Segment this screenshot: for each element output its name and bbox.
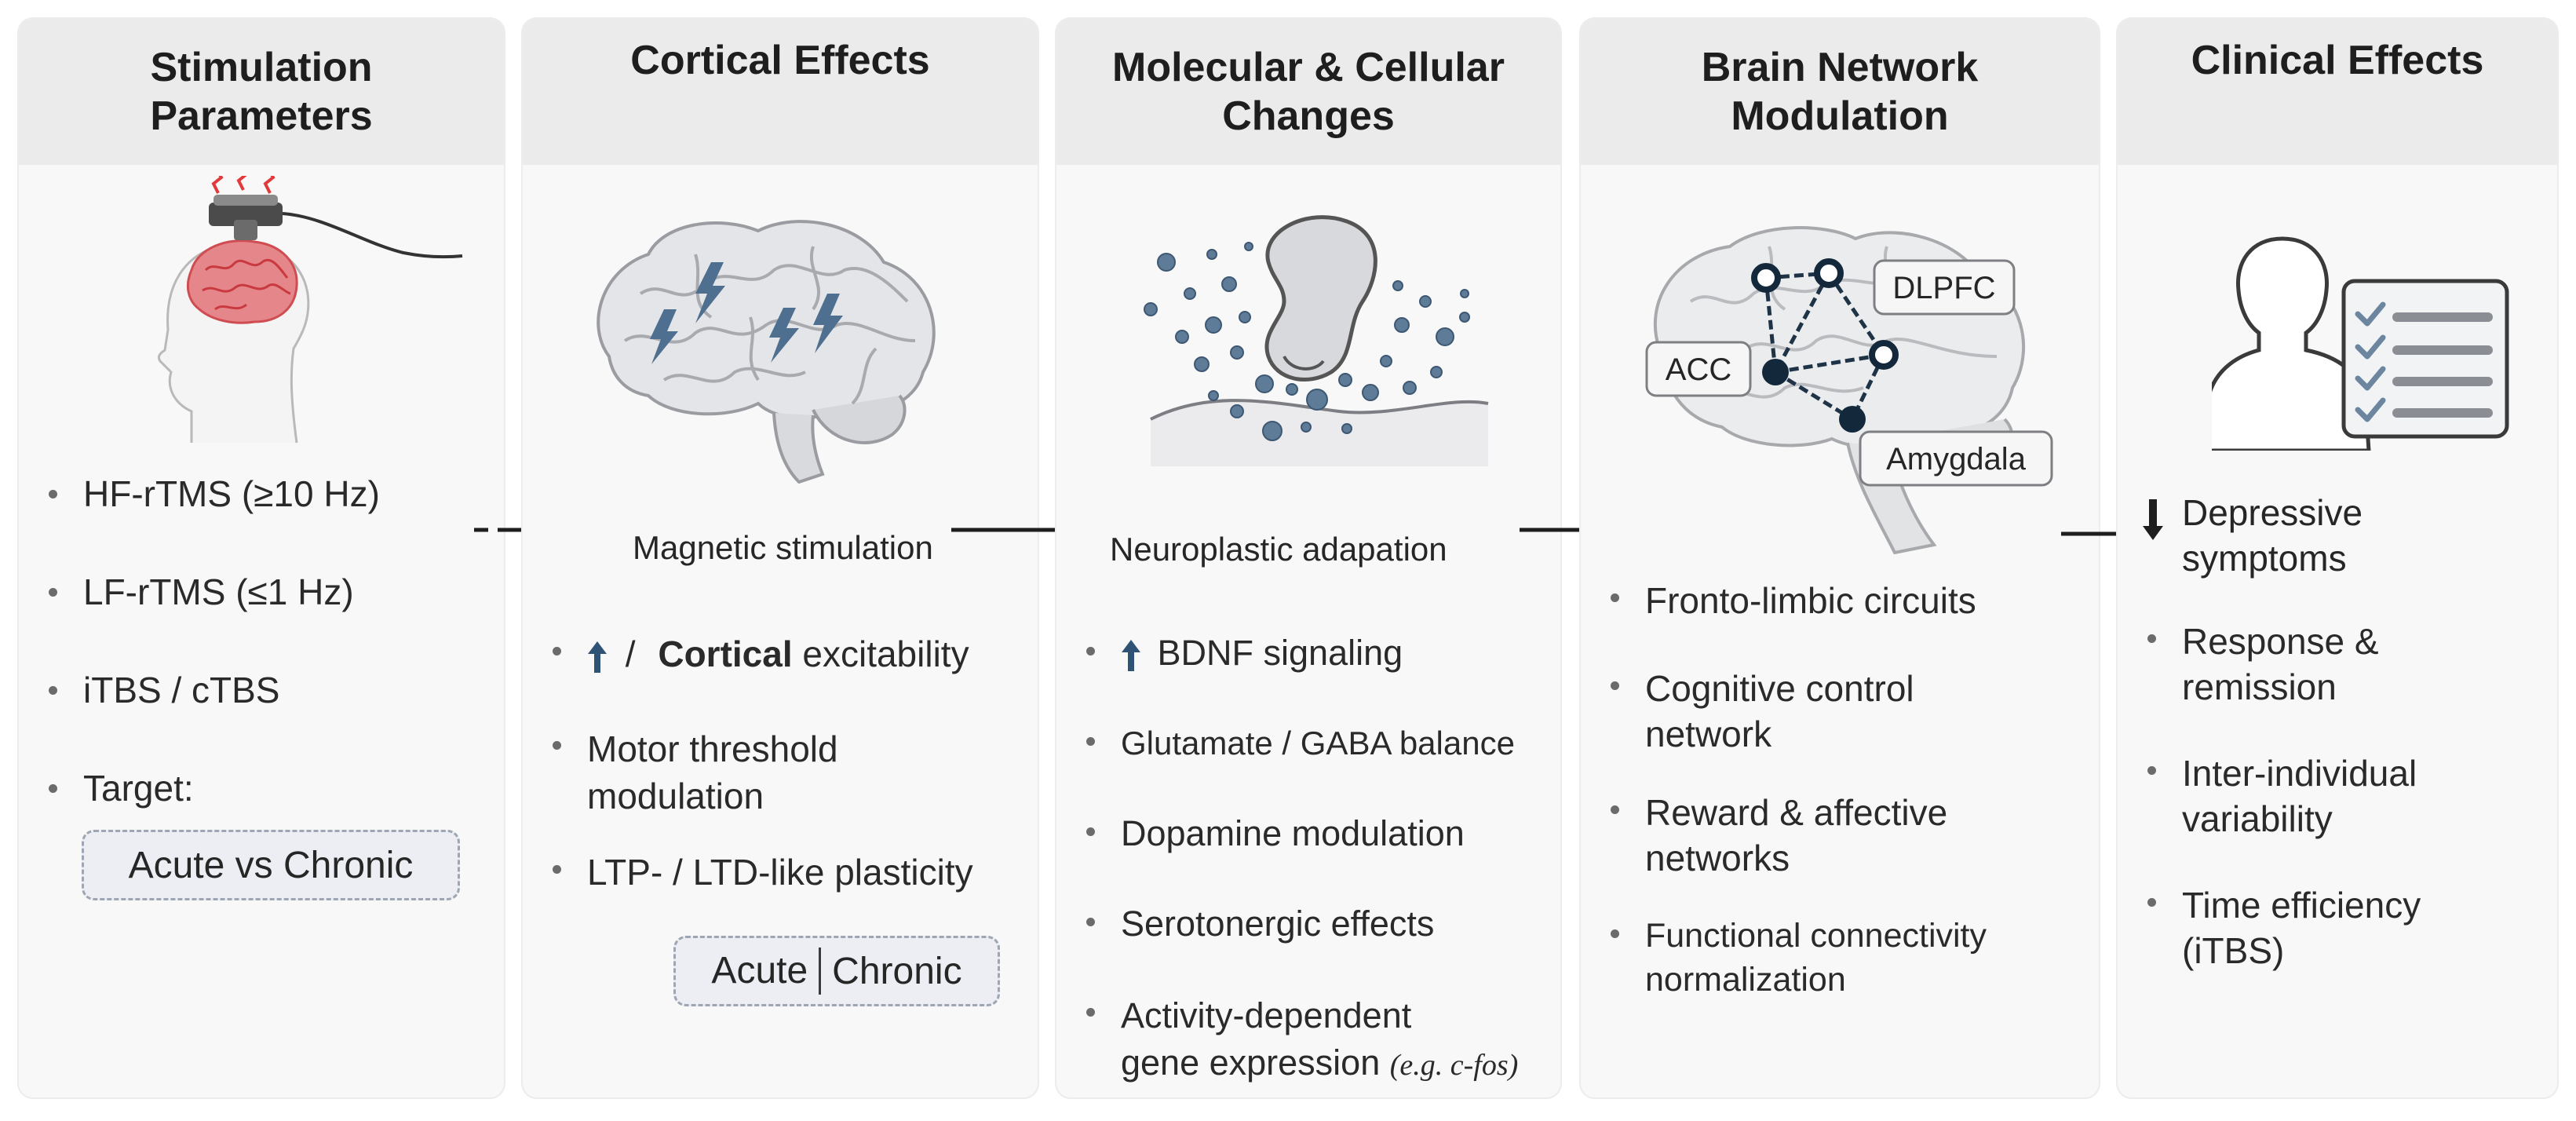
stim-param-list: HF-rTMS (≥10 Hz) LF-rTMS (≤1 Hz) iTBS / …	[42, 474, 380, 816]
amygdala-label: Amygdala	[1886, 442, 2027, 477]
synapse-icon	[1144, 215, 1489, 466]
list-item: Serotonergic effects	[1080, 902, 1518, 992]
panel-clinical-effects: Clinical Effects Depressive symptoms Res…	[2116, 17, 2559, 1099]
panel-stimulation-parameters: Stimulation Parameters HF-rTMS (≥10 Hz) …	[17, 17, 505, 1099]
lightning-brain-icon	[597, 220, 936, 484]
tms-coil-head-icon	[157, 176, 463, 444]
list-item: Fronto-limbic circuits	[1604, 578, 1987, 666]
patient-checklist-icon	[2212, 236, 2509, 451]
brain-network-icon: DLPFC ACC Amygdala	[1645, 226, 2053, 555]
panel-title: Brain Network Modulation	[1701, 45, 1979, 139]
list-item: iTBS / cTBS	[42, 670, 380, 769]
list-item: Target:	[42, 769, 380, 816]
panel-header: Brain Network Modulation	[1581, 19, 2099, 165]
panel-brain-network: Brain Network Modulation DLPFC ACC Amygd…	[1579, 17, 2100, 1099]
acc-label: ACC	[1666, 352, 1731, 387]
panel-header: Clinical Effects	[2118, 19, 2557, 165]
list-item: Time efficiency (iTBS)	[2141, 882, 2421, 984]
dlpfc-label: DLPFC	[1892, 271, 1995, 305]
list-item: Inter-individual variability	[2141, 750, 2421, 882]
flow-label-neuroplastic-adaptation: Neuroplastic adapation	[1110, 531, 1447, 568]
list-item: BDNF signaling	[1080, 631, 1518, 721]
flow-label-magnetic-stimulation: Magnetic stimulation	[633, 529, 933, 566]
list-item: LF-rTMS (≤1 Hz)	[42, 572, 380, 670]
list-item: / Cortical excitability	[546, 631, 973, 725]
clinical-effects-list: Response & remission Inter-individual va…	[2141, 619, 2421, 984]
list-item: HF-rTMS (≥10 Hz)	[42, 474, 380, 572]
list-item: LTP- / LTD-like plasticity	[546, 849, 973, 912]
molecular-changes-list: BDNF signaling Glutamate / GABA balance …	[1080, 631, 1518, 1094]
panel-molecular-cellular: Molecular & Cellular Changes Neuroplasti…	[1055, 17, 1562, 1099]
network-modulation-list: Fronto-limbic circuits Cognitive control…	[1604, 578, 1987, 1016]
clinical-item-depressive: Depressive symptoms	[2141, 490, 2363, 581]
panel-cortical-effects: Cortical Effects Magnetic stimulation / …	[521, 17, 1039, 1099]
list-item: Glutamate / GABA balance	[1080, 721, 1518, 812]
list-item: Reward & affective networks	[1604, 790, 1987, 914]
panel-header: Stimulation Parameters	[19, 19, 504, 165]
list-item: Motor threshold modulation	[546, 725, 973, 849]
panel-title: Cortical Effects	[630, 38, 930, 83]
list-item: Activity-dependent gene expression (e.g.…	[1080, 992, 1518, 1094]
up-arrow-icon	[1122, 640, 1140, 672]
panel-title: Clinical Effects	[2191, 38, 2484, 83]
list-item: Response & remission	[2141, 619, 2421, 750]
list-item: Functional connectivity normalization	[1604, 914, 1987, 1016]
panel-header: Cortical Effects	[523, 19, 1038, 165]
panel-title: Molecular & Cellular Changes	[1112, 45, 1505, 139]
panel-title: Stimulation Parameters	[150, 45, 373, 139]
list-item: Cognitive control network	[1604, 666, 1987, 790]
acute-vs-chronic-box: Acute vs Chronic	[82, 830, 460, 900]
cortical-effects-list: / Cortical excitability Motor threshold …	[546, 631, 973, 912]
panel-header: Molecular & Cellular Changes	[1056, 19, 1560, 165]
list-item: Dopamine modulation	[1080, 812, 1518, 902]
down-arrow-icon	[2143, 499, 2163, 540]
acute-chronic-box: Acute Chronic	[673, 936, 1000, 1006]
up-arrow-icon	[588, 641, 607, 673]
